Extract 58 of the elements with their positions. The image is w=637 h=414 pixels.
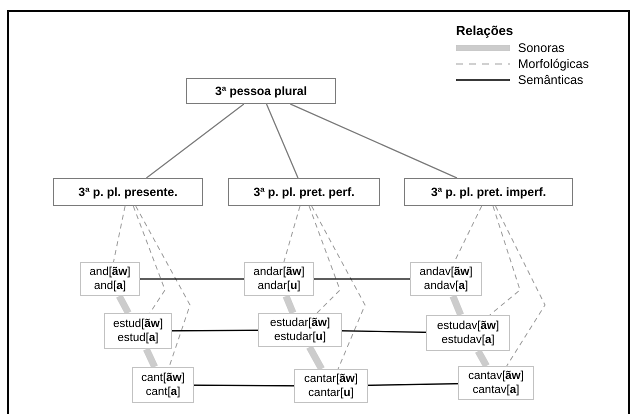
legend-title: Relações	[456, 23, 514, 38]
category-box: 3ª p. pl. pret. imperf.	[404, 178, 573, 206]
connector-line	[172, 330, 258, 332]
word-form: cant[a]	[146, 385, 180, 399]
word-form-box	[244, 262, 314, 296]
word-form-box	[258, 313, 342, 347]
thick-line	[306, 345, 325, 371]
word-form-box	[294, 369, 368, 403]
word-form-box	[104, 313, 172, 349]
word-form: cantav[ãw]	[468, 369, 524, 383]
connector-line	[140, 278, 244, 280]
thick-line	[143, 348, 158, 368]
dashed-line	[311, 206, 366, 370]
connector-line	[368, 383, 458, 386]
category-box: 3ª pessoa plural	[186, 78, 336, 104]
dashed-line	[283, 206, 300, 262]
dashed-line	[489, 206, 521, 316]
dashed-line	[132, 206, 166, 314]
word-form-box	[132, 367, 194, 403]
word-form: cantav[a]	[472, 383, 520, 397]
word-form: andar[ãw]	[253, 265, 305, 279]
category-box: 3ª p. pl. pret. perf.	[228, 178, 380, 206]
word-form-box	[410, 262, 482, 296]
word-form: andav[ãw]	[419, 265, 473, 279]
connector-line	[342, 330, 426, 333]
thick-line	[450, 294, 464, 316]
word-form: andav[a]	[424, 279, 468, 293]
word-form: cantar[ãw]	[304, 372, 358, 386]
connector-line	[266, 104, 299, 178]
dashed-line	[308, 206, 341, 314]
thick-line	[475, 349, 490, 368]
legend-text: Semânticas	[518, 73, 584, 87]
word-form: estudav[ãw]	[436, 319, 500, 333]
legend-text: Sonoras	[518, 41, 565, 55]
dashed-line	[113, 206, 126, 262]
connector-line	[314, 278, 410, 280]
legend-text: Morfológicas	[518, 57, 589, 71]
word-form-box	[458, 366, 534, 400]
word-form: and[ãw]	[90, 265, 130, 279]
word-form: cantar[u]	[308, 386, 354, 400]
word-form: estud[ãw]	[113, 317, 163, 331]
word-form: and[a]	[94, 279, 126, 293]
connector-line	[290, 103, 458, 179]
word-form: andar[u]	[258, 279, 300, 293]
word-form: estudar[ãw]	[270, 316, 330, 330]
dashed-line	[135, 206, 191, 368]
word-form: cant[ãw]	[141, 371, 185, 385]
connector-line	[146, 103, 244, 179]
category-box: 3ª p. pl. presente.	[53, 178, 203, 206]
word-form: estudar[u]	[274, 330, 326, 344]
thick-line	[282, 294, 296, 314]
word-form: estud[a]	[118, 331, 158, 345]
connector-line	[194, 384, 294, 386]
word-form-box	[426, 315, 510, 351]
word-form: estudav[a]	[441, 333, 495, 347]
word-form-box	[80, 262, 140, 296]
thick-line	[116, 294, 132, 315]
dashed-line	[495, 206, 546, 366]
